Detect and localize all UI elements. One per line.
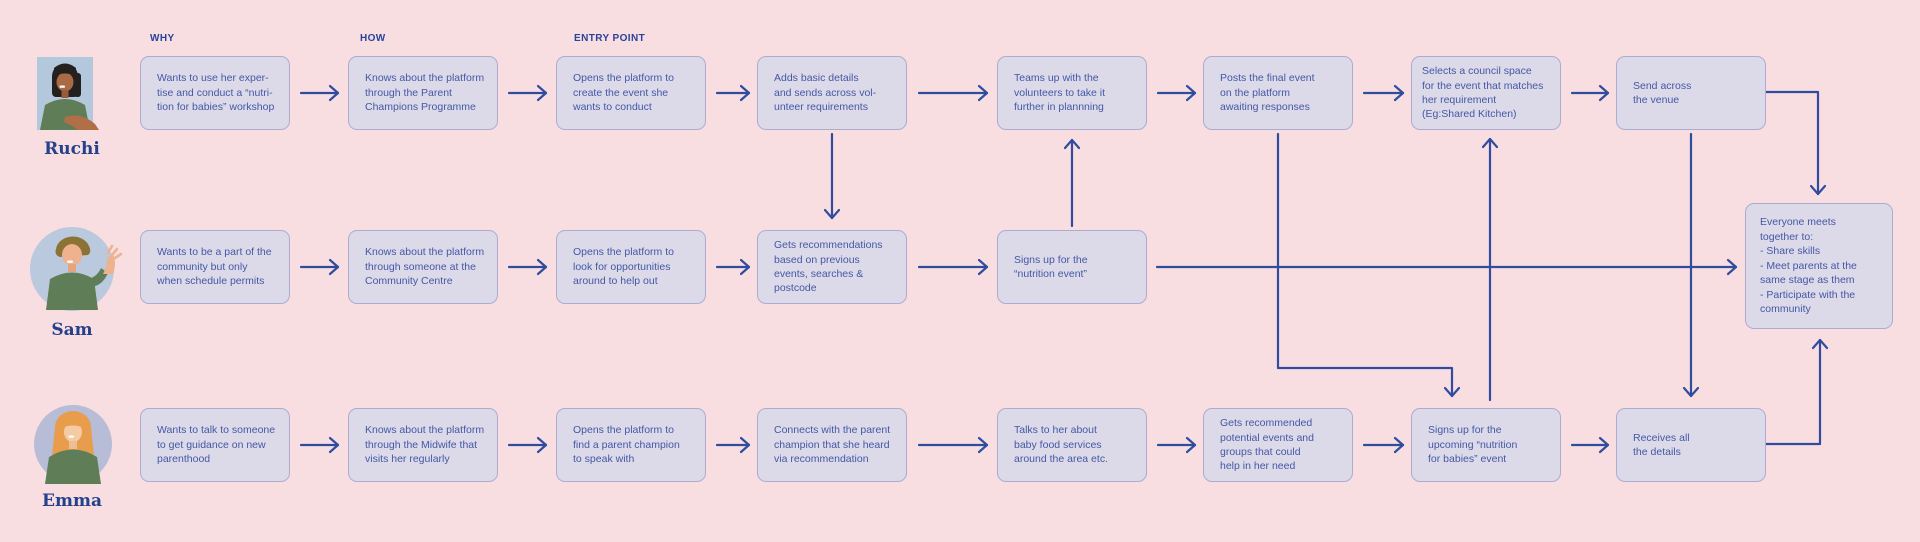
step-emma-1: Wants to talk to someone to get guidance…	[140, 408, 290, 482]
step-emma-2: Knows about the platform through the Mid…	[348, 408, 498, 482]
step-ruchi-3-text: Opens the platform to create the event s…	[573, 72, 674, 114]
step-emma-8-text: Receives all the details	[1633, 431, 1690, 458]
step-sam-4: Gets recommendations based on previous e…	[757, 230, 907, 304]
row1-arrows	[299, 84, 1610, 102]
step-ruchi-1: Wants to use her exper- tise and conduct…	[140, 56, 290, 130]
step-sam-5-text: Signs up for the “nutrition event”	[1014, 253, 1088, 280]
step-sam-3: Opens the platform to look for opportuni…	[556, 230, 706, 304]
sam-avatar	[30, 222, 130, 317]
step-sam-1: Wants to be a part of the community but …	[140, 230, 290, 304]
step-ruchi-7-text: Selects a council space for the event th…	[1422, 65, 1544, 121]
everyone-meets-text: Everyone meets together to: - Share skil…	[1760, 216, 1857, 316]
step-ruchi-8-text: Send across the venue	[1633, 79, 1692, 106]
step-ruchi-4: Adds basic details and sends across vol-…	[757, 56, 907, 130]
step-ruchi-4-text: Adds basic details and sends across vol-…	[774, 72, 877, 114]
everyone-meets-box: Everyone meets together to: - Share skil…	[1745, 203, 1893, 329]
step-ruchi-7: Selects a council space for the event th…	[1411, 56, 1561, 130]
persona-name-emma: Emma	[42, 491, 102, 511]
step-emma-7: Signs up for the upcoming “nutrition for…	[1411, 408, 1561, 482]
step-emma-6-text: Gets recommended potential events and gr…	[1220, 417, 1314, 473]
step-ruchi-1-text: Wants to use her exper- tise and conduct…	[157, 72, 275, 114]
step-ruchi-5-text: Teams up with the volunteers to take it …	[1014, 72, 1106, 114]
step-emma-3-text: Opens the platform to find a parent cham…	[573, 424, 680, 466]
step-ruchi-6-text: Posts the final event on the platform aw…	[1220, 72, 1315, 114]
step-emma-2-text: Knows about the platform through the Mid…	[365, 424, 485, 466]
step-emma-4-text: Connects with the parent champion that s…	[774, 424, 891, 466]
row2-arrows	[299, 258, 1738, 276]
step-sam-2-text: Knows about the platform through someone…	[365, 246, 485, 288]
column-header-why: WHY	[150, 33, 175, 44]
step-sam-4-text: Gets recommendations based on previous e…	[774, 239, 883, 295]
step-emma-5-text: Talks to her about baby food services ar…	[1014, 424, 1108, 466]
emma-avatar	[33, 404, 123, 488]
row3-arrows	[299, 436, 1610, 454]
step-ruchi-2-text: Knows about the platform through the Par…	[365, 72, 485, 114]
step-emma-4: Connects with the parent champion that s…	[757, 408, 907, 482]
step-sam-3-text: Opens the platform to look for opportuni…	[573, 246, 674, 288]
step-ruchi-2: Knows about the platform through the Par…	[348, 56, 498, 130]
step-ruchi-8: Send across the venue	[1616, 56, 1766, 130]
column-header-entry-point: ENTRY POINT	[574, 33, 646, 44]
column-header-how: HOW	[360, 33, 386, 44]
step-emma-5: Talks to her about baby food services ar…	[997, 408, 1147, 482]
ruchi-illustration	[37, 57, 99, 130]
step-emma-6: Gets recommended potential events and gr…	[1203, 408, 1353, 482]
persona-name-sam: Sam	[51, 320, 93, 340]
step-ruchi-6: Posts the final event on the platform aw…	[1203, 56, 1353, 130]
step-emma-8: Receives all the details	[1616, 408, 1766, 482]
step-emma-1-text: Wants to talk to someone to get guidance…	[157, 424, 276, 466]
step-ruchi-5: Teams up with the volunteers to take it …	[997, 56, 1147, 130]
cross-row-connectors	[823, 90, 1829, 446]
step-emma-7-text: Signs up for the upcoming “nutrition for…	[1428, 424, 1518, 466]
step-ruchi-3: Opens the platform to create the event s…	[556, 56, 706, 130]
step-emma-3: Opens the platform to find a parent cham…	[556, 408, 706, 482]
step-sam-5: Signs up for the “nutrition event”	[997, 230, 1147, 304]
step-sam-2: Knows about the platform through someone…	[348, 230, 498, 304]
ruchi-avatar	[37, 57, 107, 135]
emma-illustration	[34, 405, 112, 484]
sam-illustration	[30, 227, 123, 311]
step-sam-1-text: Wants to be a part of the community but …	[157, 246, 272, 288]
persona-name-ruchi: Ruchi	[44, 139, 100, 159]
